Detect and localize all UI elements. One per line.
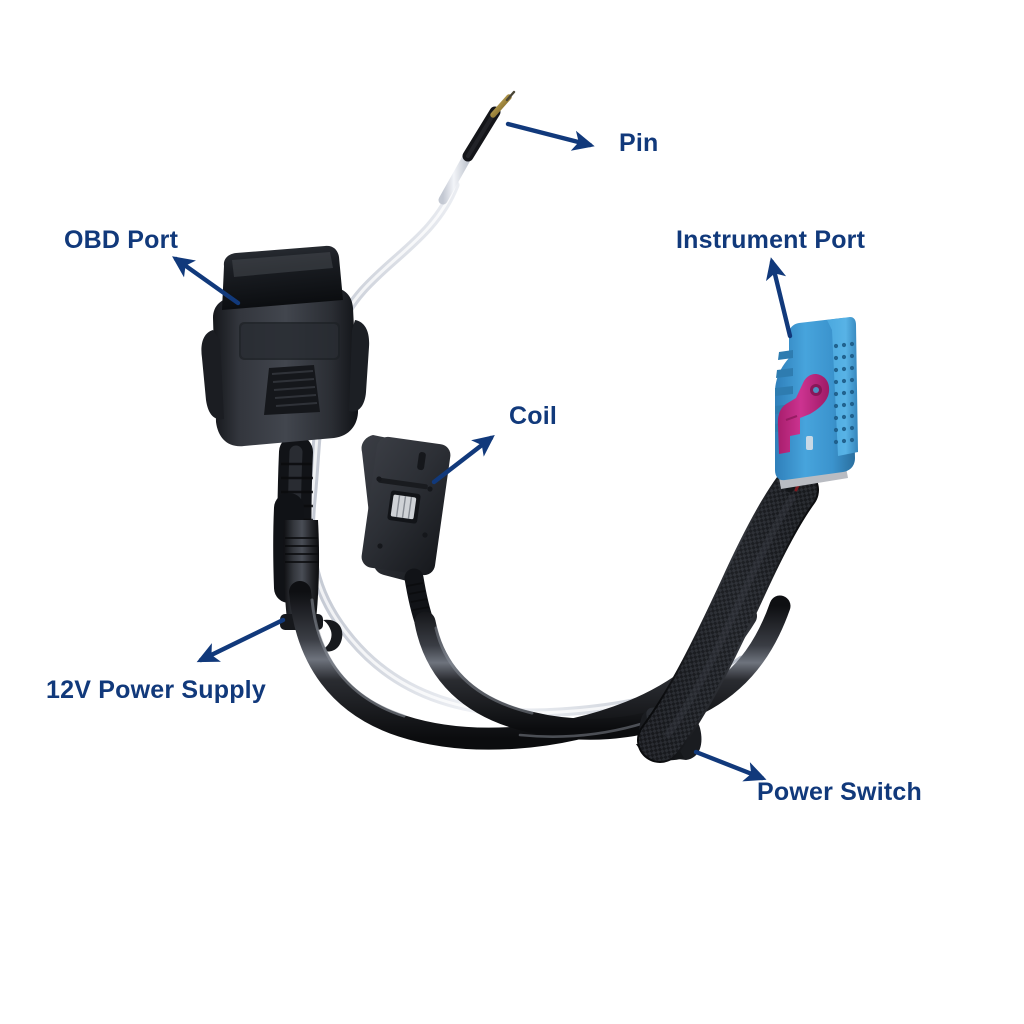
arrow-power-switch: [693, 749, 767, 782]
callout-label-power-switch: Power Switch: [757, 778, 922, 806]
pin-probe: [438, 90, 516, 205]
callout-label-obd-port: OBD Port: [64, 226, 179, 254]
coil-module: [361, 435, 451, 634]
callout-label-coil: Coil: [509, 402, 558, 430]
callout-label-instrument-port: Instrument Port: [676, 226, 866, 254]
callout-arrows: [172, 121, 793, 782]
arrow-pin: [505, 121, 595, 151]
arrow-instrument-port: [766, 257, 793, 339]
arrow-obd-port: [172, 256, 241, 306]
braided-sleeve: [637, 467, 819, 763]
arrow-power-supply: [196, 617, 286, 663]
callout-label-power-supply: 12V Power Supply: [46, 676, 266, 704]
callout-label-pin: Pin: [619, 129, 659, 157]
instrument-port-connector: [775, 317, 858, 493]
arrow-coil: [431, 435, 495, 485]
obd-connector: [201, 245, 370, 583]
